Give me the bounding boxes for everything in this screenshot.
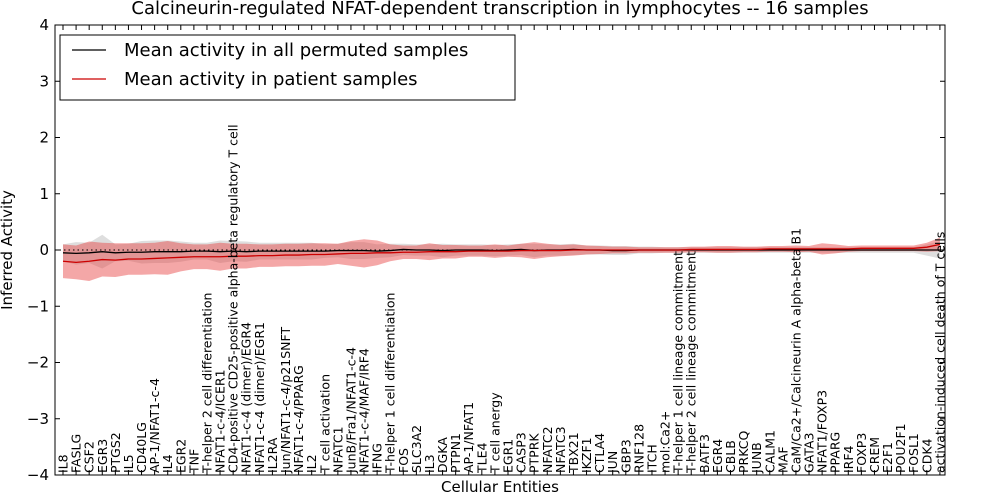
x-category-label: GBP3	[618, 439, 633, 473]
x-category-label: FOS	[396, 448, 411, 473]
x-category-label: CaM/Ca2+/Calcineurin A alpha-beta B1	[788, 228, 803, 473]
series-lines	[62, 243, 941, 264]
x-category-label: CD4-positive CD25-positive alpha-beta re…	[226, 124, 241, 473]
y-tick-label: 2	[39, 129, 49, 147]
chart-title: Calcineurin-regulated NFAT-dependent tra…	[131, 0, 868, 19]
y-tick-label: 1	[39, 185, 49, 203]
x-category-label: T-helper 1 cell differentiation	[383, 293, 398, 474]
y-tick-label: −4	[27, 466, 49, 484]
x-category-label: T-helper 2 cell lineage commitment	[684, 251, 699, 474]
x-category-label: CDK4	[919, 438, 934, 473]
x-category-label: POU2F1	[893, 423, 908, 473]
y-axis-ticks: −4 −3 −2 −1 0 1 2 3 4	[27, 16, 945, 484]
x-category-label: FOSL1	[906, 433, 921, 473]
line-permuted	[62, 248, 940, 255]
x-category-label: PTPRK	[527, 433, 542, 473]
x-category-label: E2F1	[880, 442, 895, 473]
confidence-bands	[63, 234, 940, 281]
x-category-label: EGR2	[173, 439, 188, 473]
x-category-label: IL5	[121, 454, 136, 473]
x-category-label: CBLB	[723, 440, 738, 473]
x-category-label: EGR3	[95, 439, 110, 473]
x-category-label: NFATC3	[553, 426, 568, 473]
x-category-label: FASLG	[69, 434, 84, 473]
x-category-label: IKZF1	[579, 437, 594, 473]
x-category-label: TLE4	[474, 443, 489, 474]
x-category-label: JUNB	[749, 442, 764, 474]
x-category-label: IFNG	[370, 443, 385, 473]
x-category-label: PTPN1	[448, 433, 463, 473]
x-category-label: NFAT1-c-4/ICER1	[213, 369, 228, 473]
x-category-label: CTLA4	[592, 433, 607, 473]
x-category-label: EGR1	[501, 439, 516, 473]
x-category-label: TNF	[186, 449, 201, 474]
y-tick-label: −2	[27, 354, 49, 372]
x-category-label: RNF128	[631, 424, 646, 473]
x-axis-ticks: IL8FASLGCSF2EGR3PTGS2IL5CD40LGAP-1/NFAT1…	[56, 25, 947, 475]
x-category-label: CD40LG	[134, 422, 149, 473]
x-category-label: NFATC2	[540, 426, 555, 473]
x-category-label: GATA3	[802, 433, 817, 473]
legend: Mean activity in all permuted samples Me…	[59, 34, 516, 101]
x-category-label: T cell anergy	[487, 392, 502, 474]
x-category-label: JunB/Fra1/NFAT1-c-4	[343, 347, 358, 474]
legend-label-patient: Mean activity in patient samples	[124, 69, 418, 90]
y-tick-label: −1	[27, 297, 49, 315]
x-category-label: BATF3	[697, 434, 712, 473]
x-category-label: NFAT1-c-4/PPARG	[291, 365, 306, 473]
x-category-label: NFAT1/FOXP3	[815, 390, 830, 473]
x-category-label: IL2RA	[265, 437, 280, 473]
x-category-label: TBX21	[566, 432, 581, 474]
x-category-label: Jun/NFAT1-c-4/p21SNFT	[278, 327, 293, 474]
x-category-label: MAF	[775, 446, 790, 473]
x-category-label: IL4	[160, 454, 175, 473]
x-category-label: AP-1/NFAT1	[461, 402, 476, 473]
x-category-label: CREM	[867, 437, 882, 473]
x-category-label: mol:Ca2+	[658, 411, 673, 473]
x-category-label: CALM1	[762, 430, 777, 473]
x-category-label: ITCH	[644, 444, 659, 473]
x-category-label: PRKCQ	[736, 431, 751, 473]
x-category-label: IL8	[56, 454, 71, 473]
y-axis-label: Inferred Activity	[0, 190, 16, 310]
x-category-label: FOXP3	[854, 433, 869, 473]
x-category-label: PTGS2	[108, 432, 123, 473]
x-category-label: AP-1/NFAT1-c-4	[147, 378, 162, 473]
x-category-label: NFAT1-c-4 (dimer)/EGR4	[239, 322, 254, 473]
x-category-label: EGR4	[710, 439, 725, 473]
x-category-label: JUN	[605, 451, 620, 474]
x-category-label: T-helper 2 cell differentiation	[199, 293, 214, 474]
x-category-label: NFAT1-c-4 (dimer)/EGR1	[252, 322, 267, 473]
x-category-label: T cell activation	[317, 374, 332, 474]
x-category-label: CSF2	[82, 441, 97, 473]
x-category-label: SLC3A2	[409, 425, 424, 473]
legend-label-permuted: Mean activity in all permuted samples	[124, 40, 468, 61]
x-category-label: DGKA	[435, 437, 450, 473]
x-category-label: IL2	[304, 454, 319, 473]
x-category-label: PPARG	[828, 432, 843, 473]
x-category-label: NFATC1	[330, 426, 345, 473]
band-patient	[63, 237, 940, 281]
x-category-label: IRF4	[841, 445, 856, 473]
x-category-label: T-helper 1 cell lineage commitment	[671, 251, 686, 474]
y-tick-label: 0	[39, 241, 49, 259]
x-category-label: activation-induced cell death of T cells	[932, 232, 947, 473]
x-axis-label: Cellular Entities	[441, 478, 559, 496]
x-category-label: IL3	[422, 454, 437, 473]
y-tick-label: 4	[39, 16, 49, 34]
line-patient	[62, 243, 941, 264]
x-category-label: NFAT1-c-4/MAF/IRF4	[357, 348, 372, 473]
y-tick-label: 3	[39, 72, 49, 90]
x-category-label: CASP3	[514, 432, 529, 473]
y-tick-label: −3	[27, 410, 49, 428]
legend-box	[59, 34, 516, 101]
